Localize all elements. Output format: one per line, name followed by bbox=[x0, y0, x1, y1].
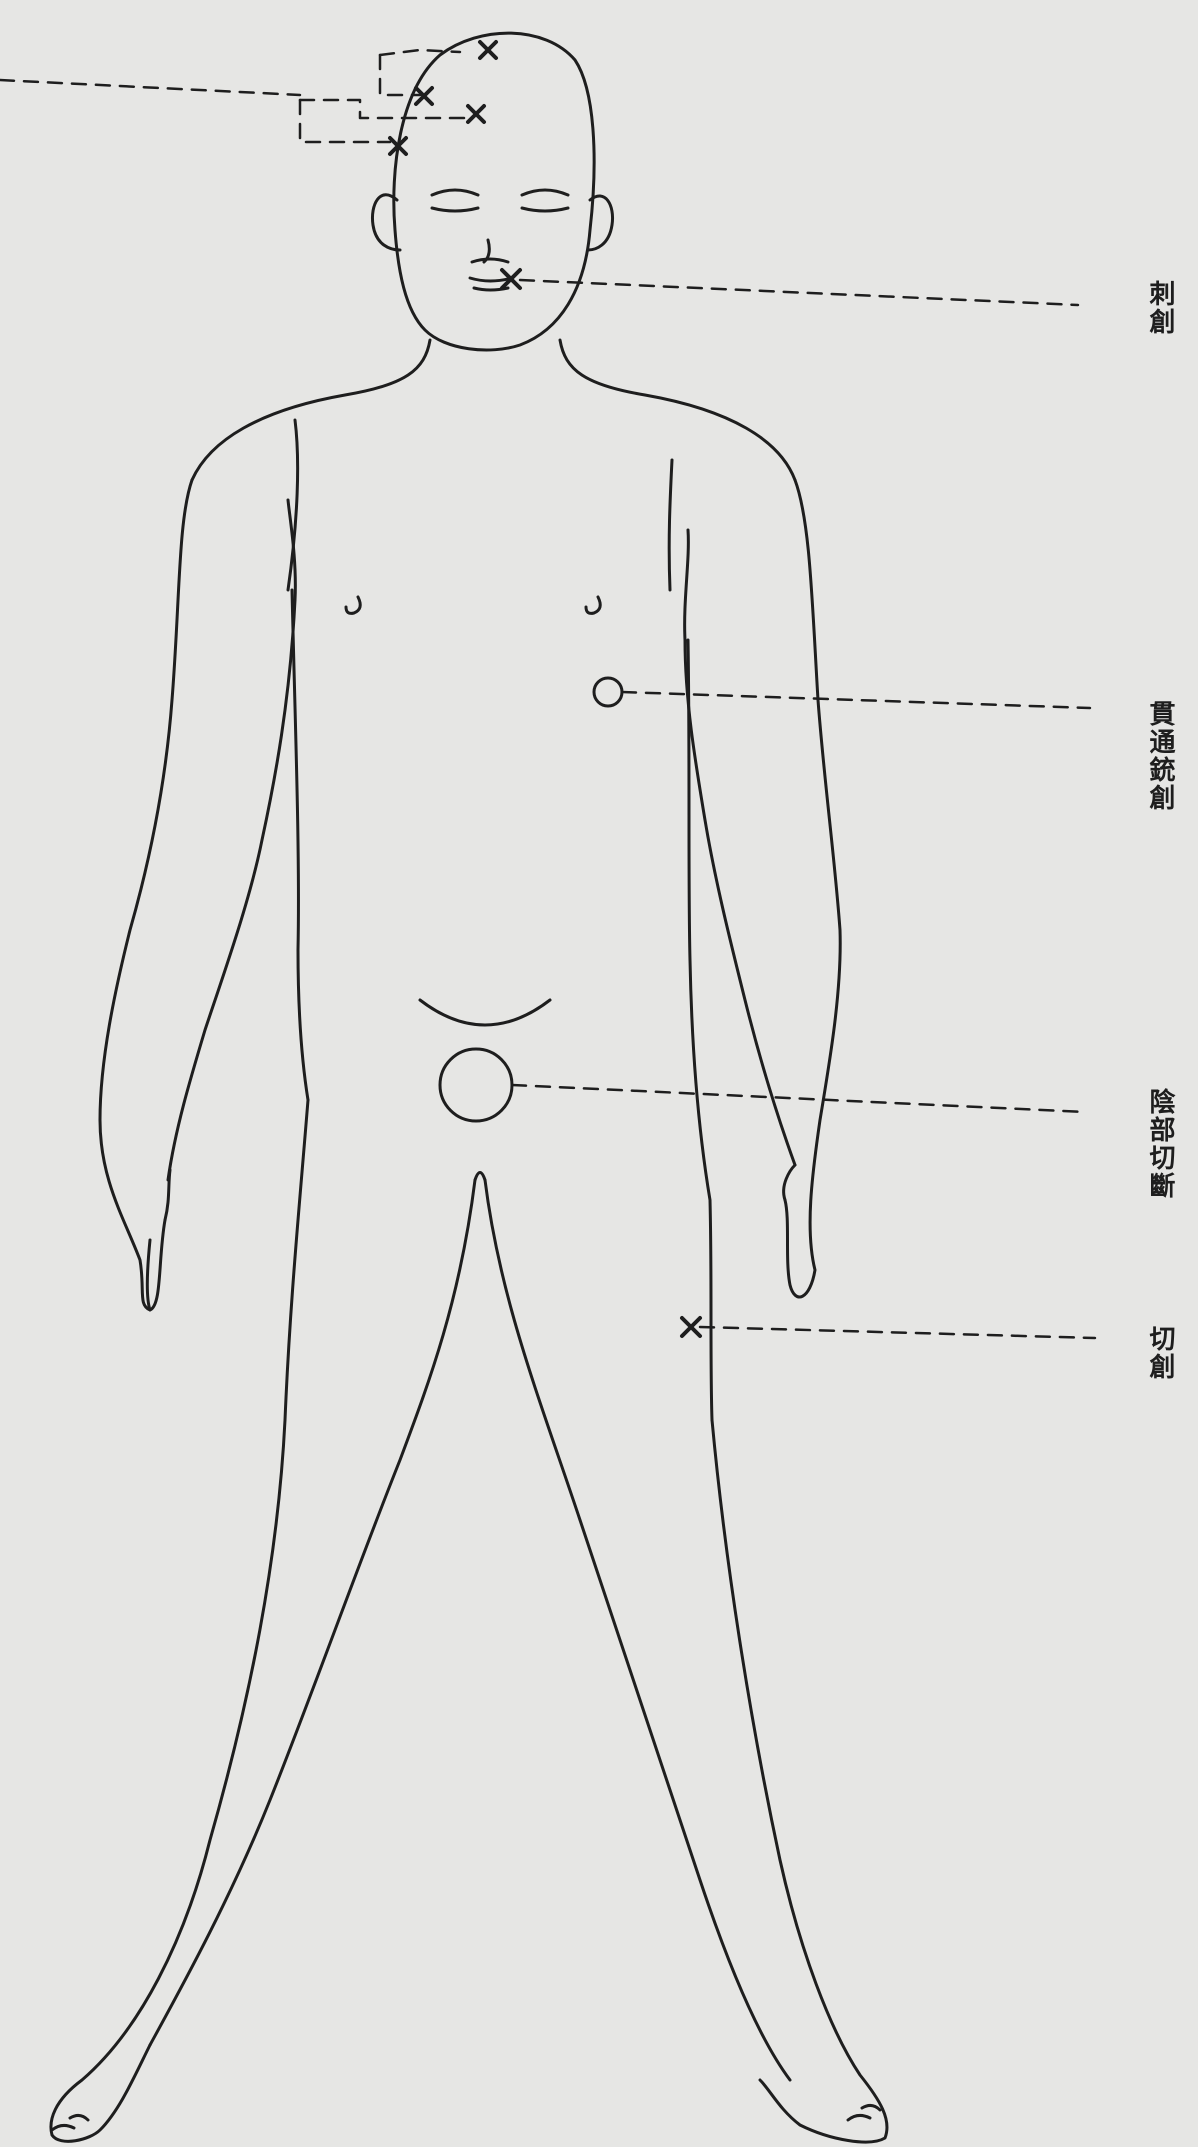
stab-wound-label: 刺創 bbox=[1147, 280, 1173, 336]
wound-marks bbox=[390, 42, 700, 1336]
gunshot-wound-label: 貫通銃創 bbox=[1147, 700, 1173, 812]
torso-outline bbox=[100, 340, 840, 1420]
cut-wound-mark bbox=[682, 1318, 700, 1336]
head-wound-mark-1 bbox=[480, 42, 496, 58]
gunshot-wound-mark bbox=[594, 678, 622, 706]
head-outline bbox=[372, 33, 612, 350]
face-features bbox=[432, 190, 568, 290]
legs-outline bbox=[51, 1100, 887, 2142]
nipples bbox=[346, 597, 600, 613]
cut-wound-label: 切創 bbox=[1147, 1325, 1173, 1381]
leader-lines bbox=[0, 50, 1095, 1338]
genital-amputation-label: 陰部切斷 bbox=[1147, 1088, 1173, 1200]
genital-wound-mark bbox=[440, 1049, 512, 1121]
head-wound-mark-3 bbox=[468, 106, 484, 122]
